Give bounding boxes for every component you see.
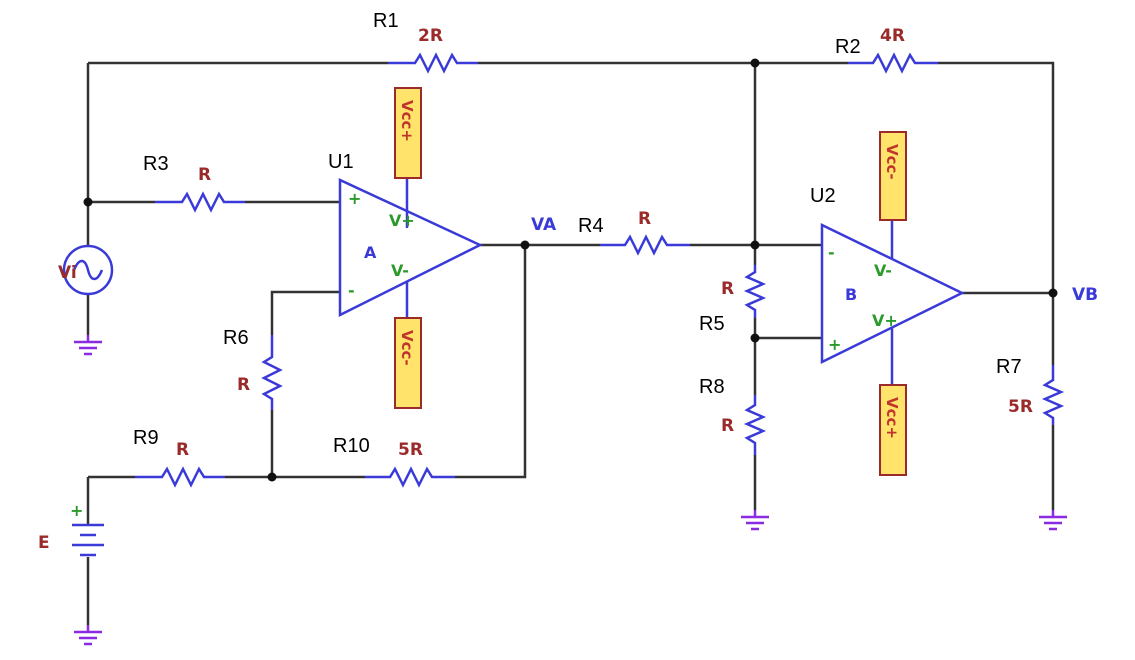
resistor-r5: R5 R xyxy=(699,265,767,335)
r7-ref: R7 xyxy=(996,356,1022,378)
junctions xyxy=(83,58,1058,482)
u2-top-supply: Vcc- xyxy=(879,131,907,221)
ground-symbol xyxy=(1039,510,1067,531)
u2-minus-sign: - xyxy=(828,243,835,262)
r8-ref: R8 xyxy=(699,376,725,398)
u1-vminus-pin: V- xyxy=(391,261,409,280)
resistor-r2: R2 4R xyxy=(835,26,938,74)
junction-dot xyxy=(1048,288,1058,298)
r7-value: 5R xyxy=(1008,397,1033,417)
r2-ref: R2 xyxy=(835,36,861,58)
u2-bottom-supply: Vcc+ xyxy=(879,384,907,476)
resistor-r4: R4 R xyxy=(578,209,690,256)
opamp-u1: U1 A + - V+ V- xyxy=(328,151,483,318)
resistor-r9: R9 R xyxy=(133,427,225,488)
vi-label: Vi xyxy=(58,263,77,283)
u1-plus-sign: + xyxy=(348,189,361,208)
r4-value: R xyxy=(638,209,651,229)
u2-top-supply-label: Vcc- xyxy=(883,144,901,180)
net-label-va: VA xyxy=(531,215,557,235)
u1-bottom-supply-label: Vcc- xyxy=(398,330,416,366)
battery-e: E + xyxy=(38,501,104,557)
ground-symbol xyxy=(741,510,769,531)
u2-name: B xyxy=(845,285,857,304)
u1-ref: U1 xyxy=(328,151,354,173)
r1-ref: R1 xyxy=(373,10,399,32)
u2-bottom-supply-label: Vcc+ xyxy=(883,397,901,439)
r8-value: R xyxy=(721,416,734,436)
r3-ref: R3 xyxy=(143,153,169,175)
u2-vplus-pin: V+ xyxy=(872,311,898,330)
ground-symbol xyxy=(74,335,102,356)
u2-plus-sign: + xyxy=(828,335,841,354)
battery-label: E xyxy=(38,533,50,553)
r5-value: R xyxy=(721,279,734,299)
r3-value: R xyxy=(198,165,211,185)
u1-bottom-supply: Vcc- xyxy=(394,317,422,409)
resistor-r3: R3 R xyxy=(143,153,245,213)
r6-value: R xyxy=(237,375,250,395)
resistor-r1: R1 2R xyxy=(373,10,478,74)
r4-ref: R4 xyxy=(578,215,604,237)
resistor-r8: R8 R xyxy=(699,376,767,455)
u2-ref: U2 xyxy=(810,185,836,207)
junction-dot xyxy=(267,472,277,482)
opamp-u2: U2 B - + V- V+ xyxy=(810,185,965,385)
r2-value: 4R xyxy=(880,26,905,46)
junction-dot xyxy=(83,197,93,207)
r9-ref: R9 xyxy=(133,427,159,449)
r10-value: 5R xyxy=(398,440,423,460)
r5-ref: R5 xyxy=(699,313,725,335)
resistor-r7: R7 5R xyxy=(996,356,1065,425)
u1-vplus-pin: V+ xyxy=(389,211,415,230)
ac-source-vi: Vi xyxy=(58,244,114,296)
junction-dot xyxy=(750,58,760,68)
junction-dot xyxy=(750,240,760,250)
r9-value: R xyxy=(176,440,189,460)
battery-plus-sign: + xyxy=(70,501,83,520)
resistor-r6: R6 R xyxy=(223,327,283,410)
resistor-r10: R10 5R xyxy=(333,435,455,488)
junction-dot xyxy=(750,333,760,343)
r1-value: 2R xyxy=(418,26,443,46)
u1-name: A xyxy=(364,243,377,262)
r10-ref: R10 xyxy=(333,435,370,457)
u1-top-supply: Vcc+ xyxy=(394,87,422,179)
u1-minus-sign: - xyxy=(348,281,355,300)
ground-symbol xyxy=(74,625,102,646)
net-label-vb: VB xyxy=(1072,285,1098,305)
junction-dot xyxy=(520,240,530,250)
u1-top-supply-label: Vcc+ xyxy=(398,100,416,142)
u2-vminus-pin: V- xyxy=(874,261,892,280)
r6-ref: R6 xyxy=(223,327,249,349)
